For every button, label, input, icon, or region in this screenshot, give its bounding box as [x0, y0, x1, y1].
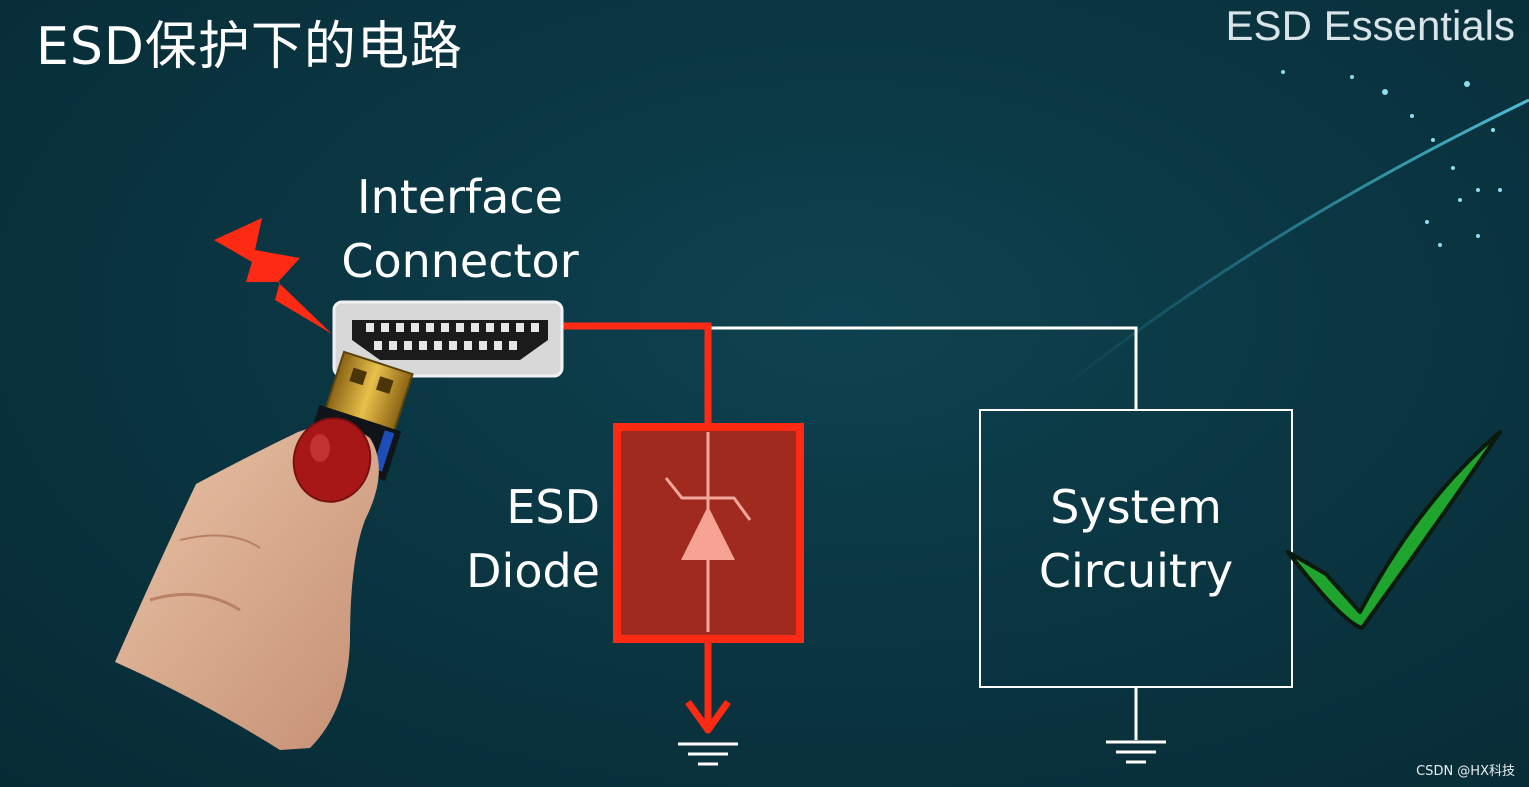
tvs-diode-icon [664, 432, 752, 632]
watermark: CSDN @HX科技 [1416, 764, 1515, 779]
signal-wire [708, 326, 1138, 410]
hdmi-port-icon [332, 300, 564, 378]
page-title: ESD保护下的电路 [36, 17, 463, 77]
interface-connector-label: Interface Connector [340, 165, 580, 294]
esd-current-path [550, 322, 712, 425]
lightning-bolt-icon [214, 218, 332, 334]
system-label-line2: Circuitry [1038, 544, 1234, 599]
system-circuitry-label: System Circuitry [980, 475, 1292, 604]
system-label-line1: System [1050, 480, 1222, 534]
green-checkmark-icon [1286, 430, 1502, 630]
diode-ground-icon [678, 742, 738, 766]
connector-label-line1: Interface [357, 170, 563, 224]
background-decoration [1059, 70, 1529, 392]
connector-label-line2: Connector [341, 234, 579, 289]
esd-discharge-arrow [685, 641, 731, 734]
esd-diode-label: ESD Diode [440, 475, 600, 604]
hand-with-usb-plug [115, 350, 414, 750]
diode-label-line1: ESD [506, 480, 600, 534]
brand-logo-text: ESD Essentials [1225, 2, 1515, 49]
system-ground-icon [1106, 687, 1166, 764]
diode-label-line2: Diode [466, 544, 600, 599]
